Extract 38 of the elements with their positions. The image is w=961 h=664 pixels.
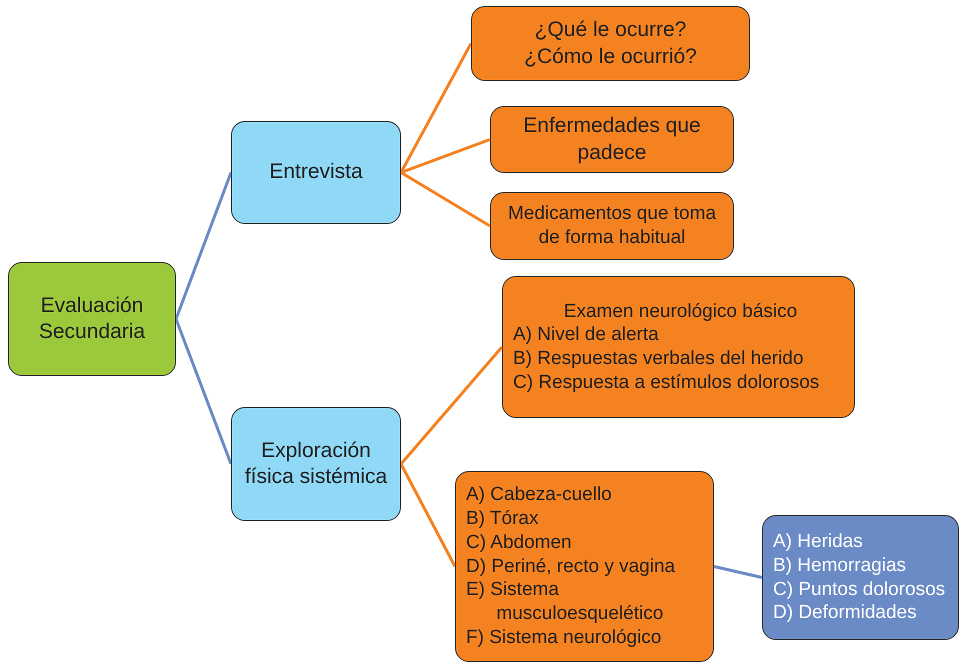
list-item: D) Periné, recto y vagina — [466, 554, 676, 578]
box-text: ¿Qué le ocurre? — [534, 17, 686, 44]
list-item: E) Sistema musculoesquelético — [466, 578, 664, 626]
connector-line — [400, 138, 491, 174]
topic-box — [8, 262, 176, 376]
list-box — [455, 471, 714, 662]
box-text: Medicamentos que toma de forma habitual — [506, 202, 718, 250]
list-item: C) Puntos dolorosos — [773, 578, 946, 602]
list-item: B) Hemorragias — [773, 554, 908, 578]
list-item: D) Deformidades — [773, 601, 918, 625]
box-text: ¿Cómo le ocurrió? — [524, 44, 697, 70]
topic-box — [231, 121, 401, 224]
list-item: A) Heridas — [773, 530, 864, 554]
connector-line — [400, 463, 456, 568]
topic-box — [490, 106, 734, 173]
list-item: F) Sistema neurológico — [466, 626, 662, 650]
box-text: Evaluación Secundaria — [38, 292, 146, 345]
connector-line — [174, 172, 232, 320]
box-text: Entrevista — [269, 159, 363, 186]
connector-line — [400, 346, 504, 465]
connector-line — [714, 565, 762, 579]
list-item: C) Respuesta a estímulos dolorosos — [513, 370, 820, 394]
list-box — [762, 515, 959, 640]
connector-line — [400, 42, 472, 174]
box-text: Enfermedades que padece — [522, 113, 702, 166]
topic-box — [490, 192, 734, 260]
connector-line — [174, 318, 232, 465]
list-item: B) Tórax — [466, 507, 540, 531]
connector-line — [400, 171, 491, 228]
list-item: A) Cabeza-cuello — [466, 483, 612, 508]
list-item: C) Abdomen — [466, 530, 573, 555]
list-item: A) Nivel de alerta — [513, 323, 659, 347]
box-heading: Examen neurológico básico — [564, 300, 798, 324]
topic-box — [231, 407, 401, 521]
list-box — [502, 276, 855, 418]
topic-box — [471, 6, 750, 81]
box-text: Exploración física sistémica — [244, 438, 388, 490]
list-item: B) Respuestas verbales del herido — [513, 347, 804, 371]
